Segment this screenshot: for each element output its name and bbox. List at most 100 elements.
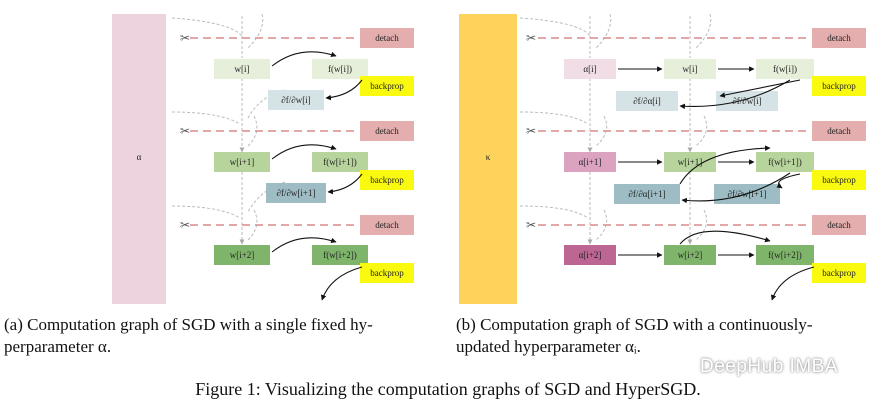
forward-arrow <box>271 51 337 67</box>
gradient-flow-lines <box>519 13 712 245</box>
forward-arrow <box>679 145 771 185</box>
scissors-icon: ✂ <box>526 218 536 232</box>
grad-alpha-node <box>614 184 680 204</box>
forward-arrow <box>679 230 771 245</box>
grad-node <box>268 90 324 110</box>
backprop-label: backprop <box>822 81 856 91</box>
backward-arrow <box>327 173 363 195</box>
w-node <box>214 152 270 172</box>
backprop-label: backprop <box>822 175 856 185</box>
detach-box <box>360 215 414 235</box>
detach-label: detach <box>827 220 851 230</box>
detach-label: detach <box>375 220 399 230</box>
backward-arrow <box>325 79 363 101</box>
caption-b: (b) Computation graph of SGD with a cont… <box>456 314 896 358</box>
backprop-box <box>812 76 866 96</box>
kappa-label: κ <box>486 152 491 162</box>
backward-arrow <box>320 266 363 301</box>
caption-a-line2: perparameter α. <box>4 337 112 356</box>
w-node-label: w[i+2] <box>678 250 703 260</box>
detach-label: detach <box>827 126 851 136</box>
alpha-node-label: α[i+2] <box>579 250 602 260</box>
detach-box <box>360 28 414 48</box>
forward-arrow <box>271 237 337 253</box>
f-node <box>312 245 368 265</box>
detach-lines <box>538 37 810 226</box>
f-node-label: f(w[i+2]) <box>768 250 802 260</box>
caption-a: (a) Computation graph of SGD with a sing… <box>4 314 444 358</box>
forward-arrow <box>271 144 337 160</box>
backprop-box <box>360 263 414 283</box>
gradient-flow-lines <box>171 13 286 245</box>
scissors-icon: ✂ <box>526 31 536 45</box>
w-node-label: w[i+1] <box>678 157 703 167</box>
panel-a: α ✂ ✂ ✂ detach detach det <box>112 13 414 304</box>
w-node-label: w[i+1] <box>230 157 255 167</box>
w-node-label: w[i] <box>235 64 250 74</box>
detach-lines <box>190 37 358 226</box>
backprop-box <box>812 170 866 190</box>
grad-node-label: ∂f/∂w[i+1] <box>277 188 316 198</box>
backprop-label: backprop <box>370 268 404 278</box>
scissors-icon: ✂ <box>180 218 190 232</box>
backward-arrow <box>770 266 815 301</box>
grad-w-label: ∂f/∂w[i] <box>732 96 761 106</box>
f-node <box>312 59 368 79</box>
f-node <box>756 59 814 79</box>
w-node <box>664 59 716 79</box>
alpha-bar <box>112 14 166 304</box>
caption-b-line2: updated hyperparameter αᵢ. <box>456 337 641 356</box>
w-node <box>664 245 716 265</box>
w-node <box>664 152 716 172</box>
f-node <box>756 152 814 172</box>
scissors-icon: ✂ <box>526 124 536 138</box>
detach-box <box>360 121 414 141</box>
f-node <box>756 245 814 265</box>
grad-alpha-node <box>616 91 678 111</box>
alpha-node <box>564 59 616 79</box>
w-node <box>214 59 270 79</box>
caption-b-line1: (b) Computation graph of SGD with a cont… <box>456 315 813 334</box>
backprop-label: backprop <box>370 81 404 91</box>
grad-alpha-label: ∂f/∂α[i] <box>633 96 661 106</box>
alpha-label: α <box>137 152 142 162</box>
backward-arrow <box>719 79 801 98</box>
grad-node-label: ∂f/∂w[i] <box>281 95 310 105</box>
f-node-label: f(w[i+1]) <box>323 157 357 167</box>
w-node-label: w[i+2] <box>230 250 255 260</box>
scissors-icon: ✂ <box>180 124 190 138</box>
f-node-label: f(w[i+2]) <box>323 250 357 260</box>
detach-box <box>812 28 866 48</box>
backward-arrow <box>681 172 791 204</box>
panel-b: κ ✂ ✂ ✂ detach <box>459 13 866 304</box>
backward-arrow <box>679 79 791 110</box>
grad-alpha-label: ∂f/∂α[i+1] <box>628 189 665 199</box>
backprop-box <box>360 170 414 190</box>
alpha-node-label: α[i+1] <box>579 157 602 167</box>
grad-node <box>266 183 326 203</box>
computation-graph-figure: α ✂ ✂ ✂ detach detach det <box>112 13 866 304</box>
detach-box <box>812 121 866 141</box>
f-node <box>312 152 368 172</box>
w-node <box>214 245 270 265</box>
backprop-label: backprop <box>370 175 404 185</box>
watermark: DeepHub IMBA <box>700 356 839 377</box>
detach-label: detach <box>827 33 851 43</box>
f-node-label: f(w[i]) <box>773 64 797 74</box>
backprop-label: backprop <box>822 268 856 278</box>
detach-label: detach <box>375 126 399 136</box>
alpha-node <box>564 152 616 172</box>
caption-a-line1: (a) Computation graph of SGD with a sing… <box>4 315 373 334</box>
backward-arrow <box>776 173 801 189</box>
alpha-node <box>564 245 616 265</box>
w-node-label: w[i] <box>683 64 698 74</box>
f-node-label: f(w[i]) <box>328 64 352 74</box>
scissors-icon: ✂ <box>180 31 190 45</box>
backprop-box <box>812 263 866 283</box>
backprop-box <box>360 76 414 96</box>
detach-label: detach <box>375 33 399 43</box>
alpha-node-label: α[i] <box>583 64 596 74</box>
f-node-label: f(w[i+1]) <box>768 157 802 167</box>
detach-box <box>812 215 866 235</box>
grad-w-node <box>716 91 778 111</box>
